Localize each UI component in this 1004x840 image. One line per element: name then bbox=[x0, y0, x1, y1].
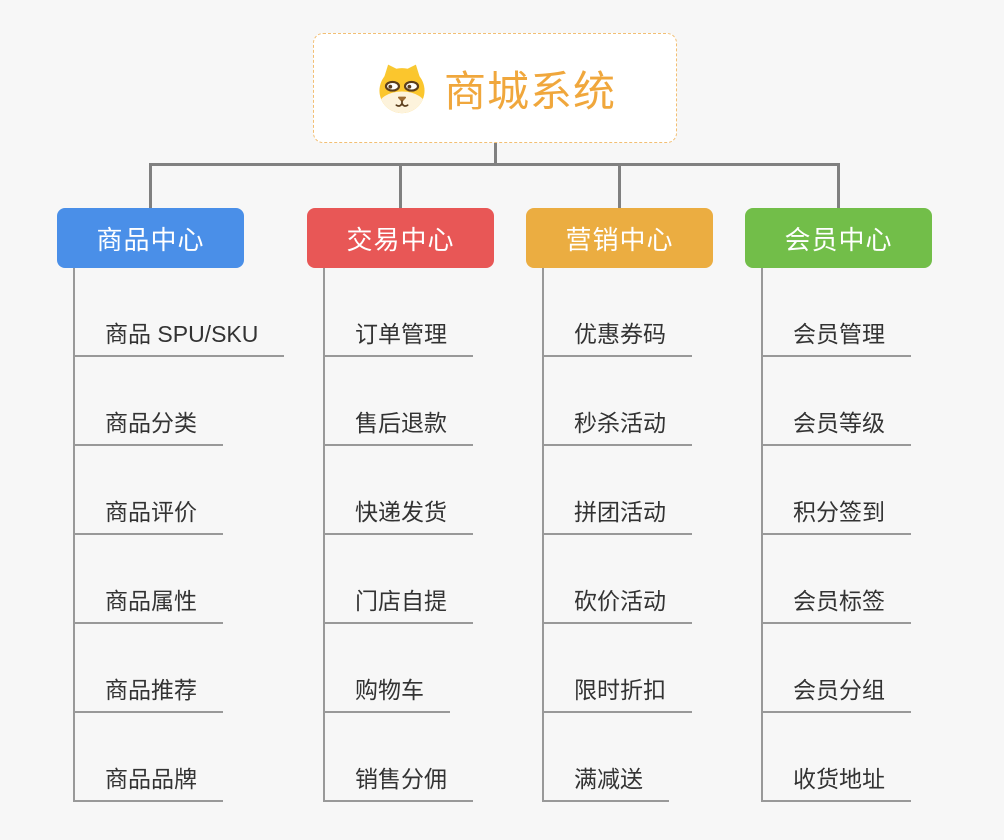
leaf-node[interactable]: 限时折扣 bbox=[542, 624, 692, 713]
dog-face-icon bbox=[379, 64, 425, 114]
leaf-node[interactable]: 会员管理 bbox=[761, 268, 911, 357]
leaf-node[interactable]: 会员分组 bbox=[761, 624, 911, 713]
connector-drop-products bbox=[149, 164, 152, 208]
leaf-node[interactable]: 商品推荐 bbox=[73, 624, 223, 713]
leaf-node[interactable]: 满减送 bbox=[542, 713, 669, 802]
connector-trunk-product bbox=[73, 268, 75, 800]
connector-trunk-trade bbox=[323, 268, 325, 800]
connector-trunk-marketing bbox=[542, 268, 544, 800]
leaf-node[interactable]: 商品属性 bbox=[73, 535, 223, 624]
leaf-node[interactable]: 砍价活动 bbox=[542, 535, 692, 624]
leaf-node[interactable]: 门店自提 bbox=[323, 535, 473, 624]
child-column-product-center: 商品 SPU/SKU 商品分类 商品评价 商品属性 商品推荐 商品品牌 bbox=[73, 268, 313, 802]
child-column-trade-center: 订单管理 售后退款 快递发货 门店自提 购物车 销售分佣 bbox=[323, 268, 563, 802]
connector-trunk-member bbox=[761, 268, 763, 800]
leaf-node[interactable]: 商品分类 bbox=[73, 357, 223, 446]
leaf-node[interactable]: 商品品牌 bbox=[73, 713, 223, 802]
leaf-node[interactable]: 销售分佣 bbox=[323, 713, 473, 802]
branch-node-marketing-center[interactable]: 营销中心 bbox=[526, 208, 713, 268]
leaf-node[interactable]: 商品评价 bbox=[73, 446, 223, 535]
leaf-node[interactable]: 订单管理 bbox=[323, 268, 473, 357]
connector-drop-members bbox=[837, 164, 840, 208]
leaf-node[interactable]: 会员标签 bbox=[761, 535, 911, 624]
connector-root-stub bbox=[494, 143, 497, 164]
leaf-node[interactable]: 售后退款 bbox=[323, 357, 473, 446]
branch-node-product-center[interactable]: 商品中心 bbox=[57, 208, 244, 268]
branch-node-trade-center[interactable]: 交易中心 bbox=[307, 208, 494, 268]
child-column-member-center: 会员管理 会员等级 积分签到 会员标签 会员分组 收货地址 bbox=[761, 268, 1001, 802]
leaf-node[interactable]: 拼团活动 bbox=[542, 446, 692, 535]
connector-drop-marketing bbox=[618, 164, 621, 208]
leaf-node[interactable]: 商品 SPU/SKU bbox=[73, 268, 285, 357]
leaf-node[interactable]: 会员等级 bbox=[761, 357, 911, 446]
leaf-node[interactable]: 积分签到 bbox=[761, 446, 911, 535]
root-node-title: 商城系统 bbox=[443, 67, 616, 115]
leaf-node[interactable]: 收货地址 bbox=[761, 713, 911, 802]
root-node-mall-system[interactable]: 商城系统 bbox=[313, 33, 677, 143]
child-column-marketing-center: 优惠券码 秒杀活动 拼团活动 砍价活动 限时折扣 满减送 bbox=[542, 268, 782, 802]
leaf-node[interactable]: 快递发货 bbox=[323, 446, 473, 535]
leaf-node[interactable]: 优惠券码 bbox=[542, 268, 692, 357]
connector-horizontal bbox=[149, 163, 840, 166]
leaf-node[interactable]: 秒杀活动 bbox=[542, 357, 692, 446]
branch-node-member-center[interactable]: 会员中心 bbox=[745, 208, 932, 268]
connector-drop-trade bbox=[399, 164, 402, 208]
leaf-node[interactable]: 购物车 bbox=[323, 624, 450, 713]
